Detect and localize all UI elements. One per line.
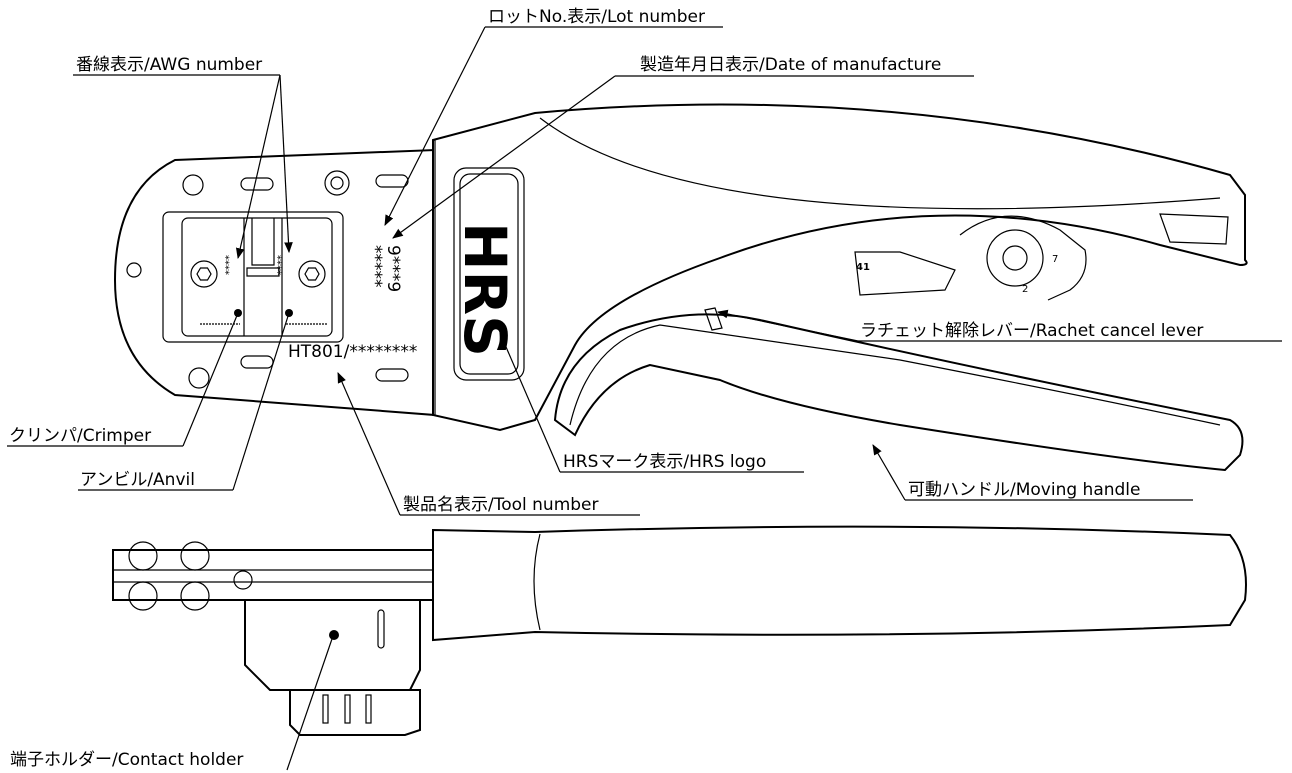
- awg-mark-right: ****: [276, 255, 287, 275]
- dial-number-41: 41: [856, 262, 870, 273]
- hrs-logo-mark: HRS: [451, 222, 519, 357]
- label-tool-number: 製品名表示/Tool number: [403, 495, 599, 515]
- label-moving-handle: 可動ハンドル/Moving handle: [908, 480, 1141, 500]
- label-crimper: クリンパ/Crimper: [9, 426, 151, 446]
- tool-id-stamp: HT801/********: [288, 342, 417, 362]
- leader-lines: [7, 26, 1282, 771]
- tool-side-view: [112, 525, 1247, 736]
- label-ratchet-cancel-lever: ラチェット解除レバー/Rachet cancel lever: [860, 321, 1203, 341]
- label-lot-number: ロットNo.表示/Lot number: [488, 7, 705, 27]
- lot-stamp: *****: [365, 245, 385, 288]
- label-awg-number: 番線表示/AWG number: [76, 55, 262, 75]
- tool-top-view: **** **** ***** 9***9 HT801/******** HRS…: [113, 103, 1248, 472]
- label-date-of-manufacture: 製造年月日表示/Date of manufacture: [640, 55, 941, 75]
- awg-mark-left: ****: [224, 255, 235, 275]
- dial-number-2: 2: [1022, 284, 1028, 295]
- date-stamp: 9***9: [383, 245, 403, 292]
- dial-number-7: 7: [1052, 254, 1058, 265]
- label-anvil: アンビル/Anvil: [80, 470, 195, 490]
- label-contact-holder: 端子ホルダー/Contact holder: [10, 750, 243, 770]
- label-hrs-logo: HRSマーク表示/HRS logo: [563, 452, 766, 472]
